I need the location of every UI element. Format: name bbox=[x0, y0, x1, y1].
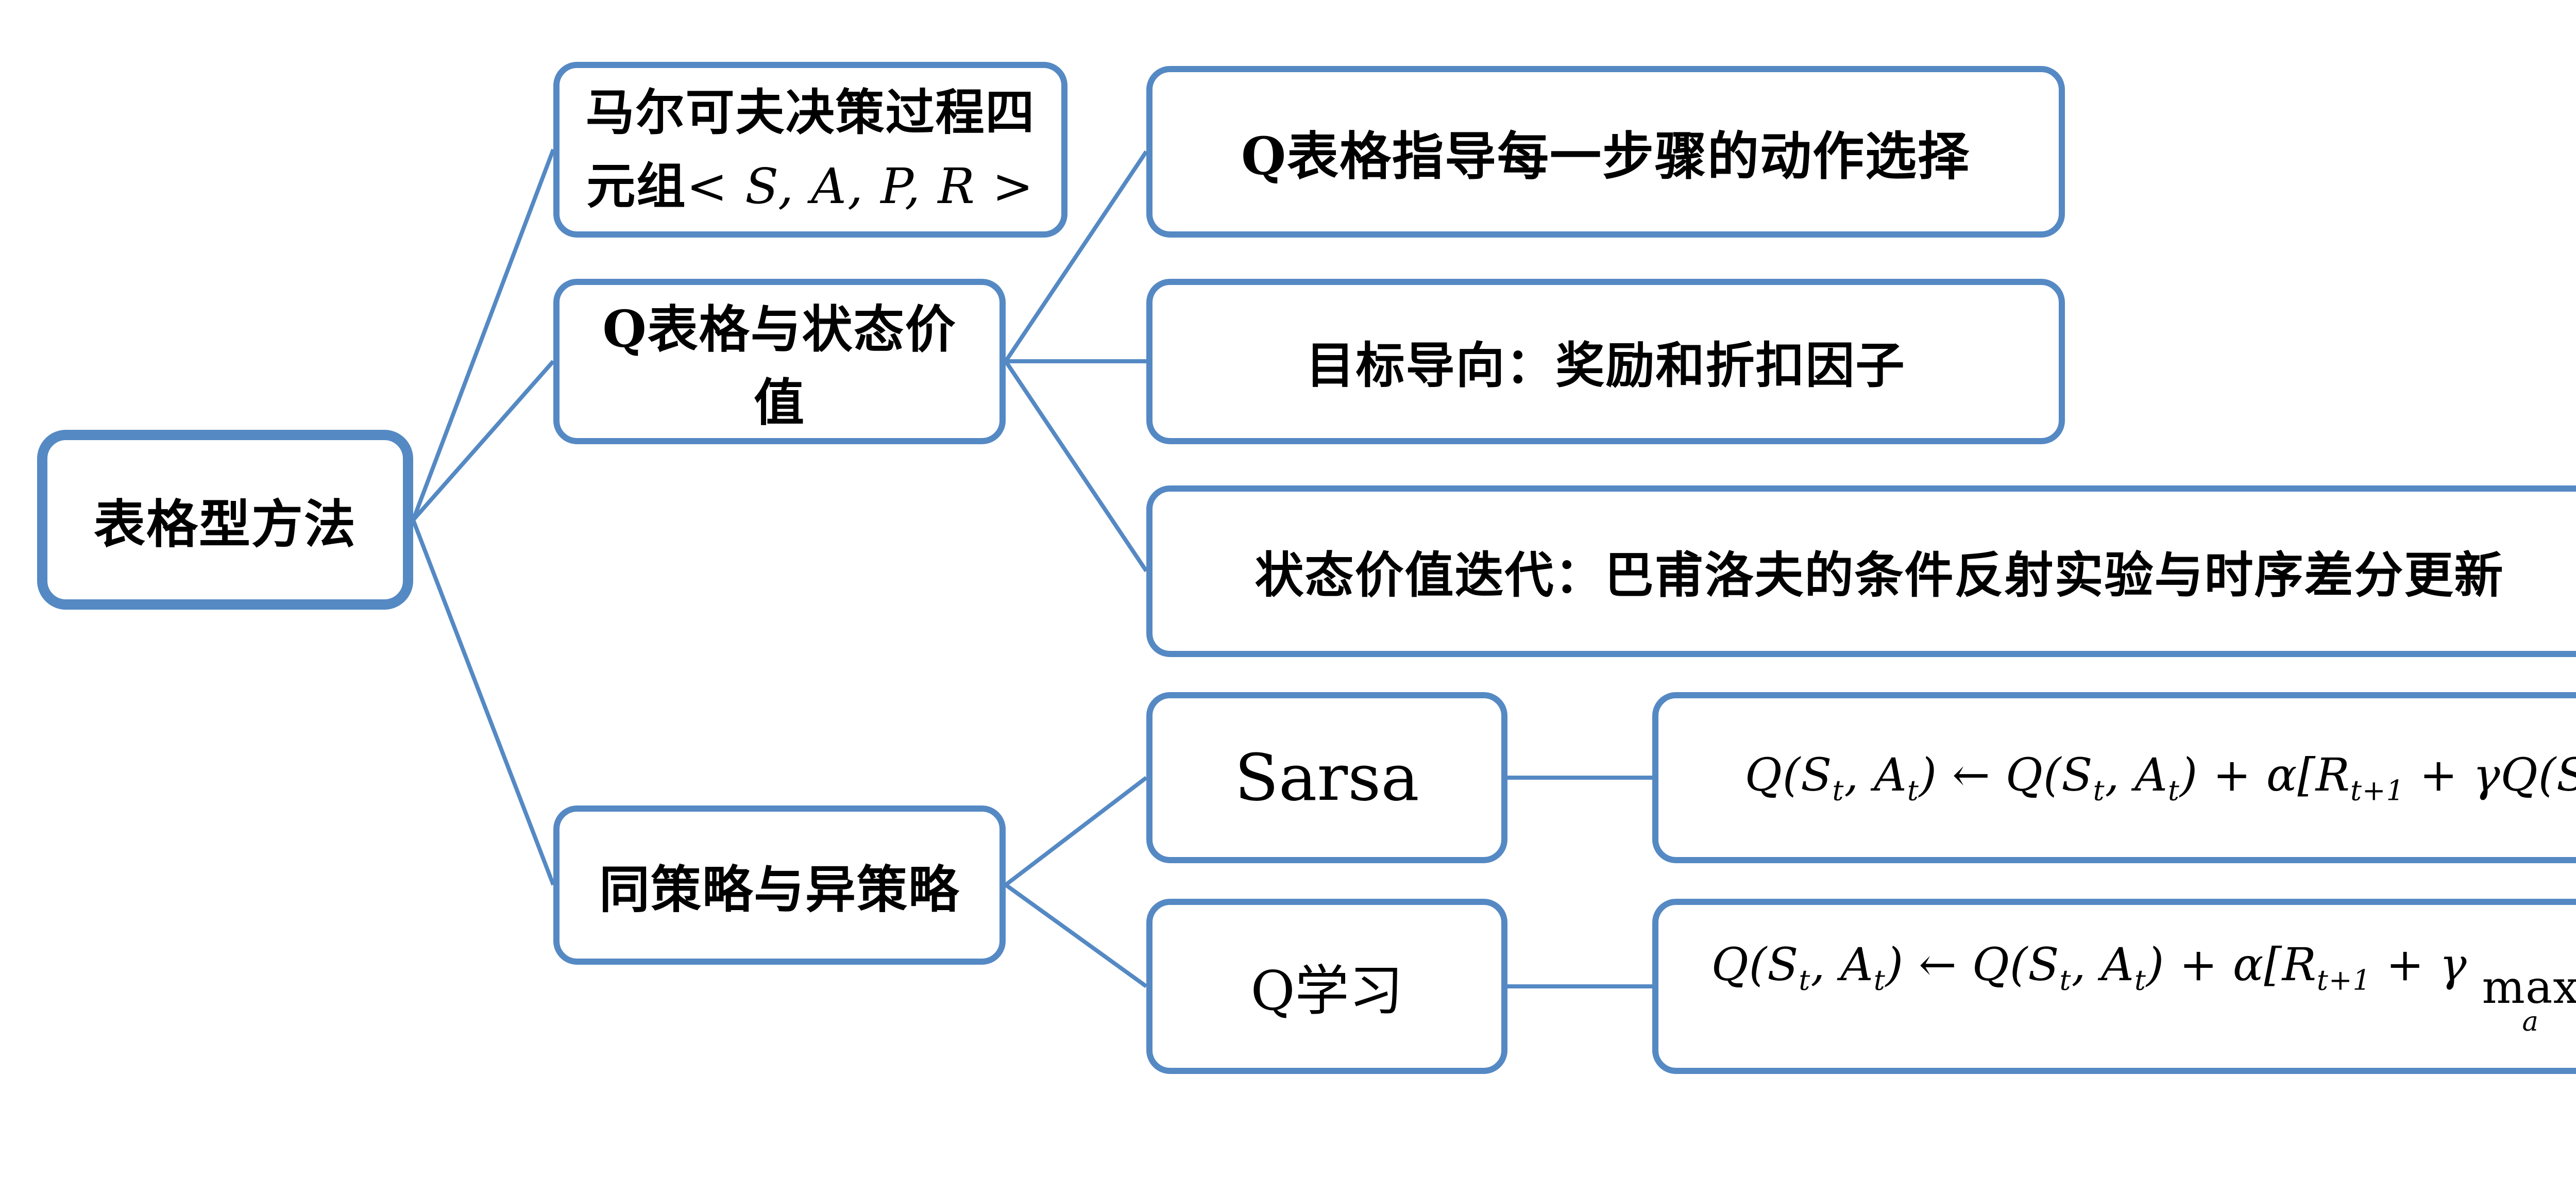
node-sarsa-update-formula: Q(St, At) ← Q(St, At) + α[Rt+1 + γQ(St+1… bbox=[1652, 692, 2576, 863]
connector-root-policy bbox=[411, 519, 555, 886]
node-mdp-tuple: 马尔可夫决策过程四 元组< S, A, P, R > bbox=[553, 62, 1067, 238]
node-q-learning: Q学习 bbox=[1146, 899, 1507, 1074]
connector-qtable-qguide bbox=[1004, 150, 1148, 363]
node-qtable-state-value-label: Q表格与状态价值 bbox=[602, 299, 957, 432]
node-goal-oriented: 目标导向：奖励和折扣因子 bbox=[1146, 279, 2065, 444]
node-qtable-state-value: Q表格与状态价值 bbox=[553, 279, 1006, 444]
connector-policy-sarsa bbox=[1004, 776, 1148, 887]
node-sarsa-label: Sarsa bbox=[1234, 740, 1419, 815]
node-state-value-iteration-label: 状态价值迭代：巴甫洛夫的条件反射实验与时序差分更新 bbox=[1255, 547, 2504, 604]
node-mdp-line2-prefix: 元组 bbox=[586, 157, 687, 215]
sarsa-update-formula: Q(St, At) ← Q(St, At) + α[Rt+1 + γQ(St+1… bbox=[1744, 748, 2576, 807]
node-goal-oriented-label: 目标导向：奖励和折扣因子 bbox=[1306, 337, 1906, 394]
connector-policy-qlearn bbox=[1004, 883, 1148, 988]
connector-qtable-valueiter bbox=[1004, 360, 1148, 573]
node-state-value-iteration: 状态价值迭代：巴甫洛夫的条件反射实验与时序差分更新 bbox=[1146, 485, 2576, 657]
node-on-off-policy: 同策略与异策略 bbox=[553, 805, 1006, 965]
node-tabular-methods-label: 表格型方法 bbox=[94, 494, 357, 555]
connector-root-qtable bbox=[412, 360, 555, 522]
node-q-learning-label: Q学习 bbox=[1250, 960, 1403, 1022]
node-qtable-action-selection-label: Q表格指导每一步骤的动作选择 bbox=[1241, 126, 1971, 187]
node-tabular-methods: 表格型方法 bbox=[37, 430, 413, 610]
node-sarsa: Sarsa bbox=[1146, 692, 1507, 863]
node-mdp-line1: 马尔可夫决策过程四 bbox=[585, 84, 1036, 141]
node-mdp-tuple-math: < S, A, P, R > bbox=[686, 158, 1035, 215]
node-qtable-action-selection: Q表格指导每一步骤的动作选择 bbox=[1146, 66, 2065, 238]
node-on-off-policy-label: 同策略与异策略 bbox=[599, 860, 960, 919]
connector-root-mdp bbox=[411, 148, 555, 521]
